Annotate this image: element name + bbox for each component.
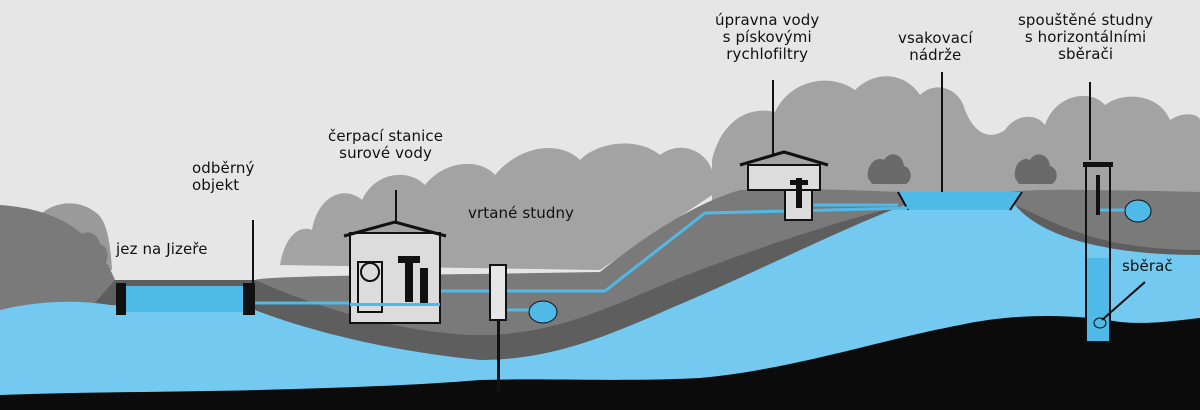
label-treatment-plant-line1: úpravna vody	[715, 11, 820, 29]
label-intake-line2: objekt	[192, 176, 240, 194]
label-drilled-wells: vrtané studny	[468, 205, 574, 222]
label-sunk-wells: spouštěné studny s horizontálními sběrač…	[1018, 12, 1153, 63]
label-weir-text: jez na Jizeře	[116, 240, 208, 258]
label-sunk-wells-line1: spouštěné studny	[1018, 11, 1154, 29]
label-intake: odběrný objekt	[192, 160, 254, 194]
label-infiltration-line2: nádrže	[909, 46, 962, 64]
label-infiltration-basins: vsakovací nádrže	[898, 30, 973, 64]
label-pump-station: čerpací stanice surové vody	[328, 128, 443, 162]
drilled-well	[489, 264, 558, 396]
sunk-well	[1083, 162, 1152, 343]
label-sunk-wells-line2: s horizontálními	[1024, 28, 1147, 46]
infiltration-basin	[898, 192, 1022, 210]
river-jizera	[120, 286, 248, 312]
label-drilled-wells-text: vrtané studny	[468, 204, 575, 222]
bush-basin-left	[867, 154, 911, 184]
label-pump-station-line2: surové vody	[339, 144, 432, 162]
bedrock	[0, 316, 1200, 410]
label-treatment-plant: úpravna vody s pískovými rychlofiltry	[715, 12, 819, 63]
tree-line-far-right	[712, 76, 1200, 200]
pump-station-building	[343, 220, 447, 324]
label-pump-station-line1: čerpací stanice	[328, 127, 444, 145]
treatment-plant-building	[739, 150, 829, 221]
label-infiltration-line1: vsakovací	[898, 29, 973, 47]
leader-lines	[252, 72, 1146, 321]
bush-basin-right	[1014, 154, 1057, 184]
label-treatment-plant-line2: s pískovými	[722, 28, 812, 46]
weir-wall	[116, 283, 126, 315]
label-collector-text: sběrač	[1122, 257, 1173, 275]
label-collector: sběrač	[1122, 258, 1173, 275]
intake-wall	[243, 283, 255, 315]
label-treatment-plant-line3: rychlofiltry	[726, 45, 809, 63]
label-intake-line1: odběrný	[192, 159, 255, 177]
label-sunk-wells-line3: sběrači	[1058, 45, 1114, 63]
label-weir: jez na Jizeře	[116, 241, 208, 258]
